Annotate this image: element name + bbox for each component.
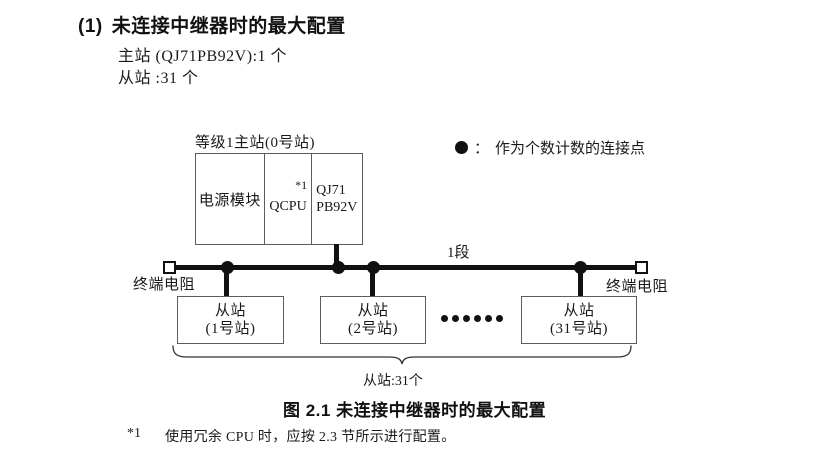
slave2-drop-line [370, 267, 375, 296]
spec-line-master: 主站 (QJ71PB92V):1 个 [118, 48, 288, 65]
slave2-title: 从站 [357, 303, 389, 319]
slave-station-box-1: 从站 (1号站) [177, 296, 284, 344]
slave-count-label: 从站:31个 [363, 374, 423, 389]
segment-label: 1段 [447, 245, 470, 261]
legend-label: 作为个数计数的连接点 [495, 141, 646, 157]
figure-caption: 图 2.1 未连接中继器时的最大配置 [283, 401, 547, 420]
terminal-resistor-right-icon [635, 261, 648, 274]
slave31-drop-line [578, 267, 583, 296]
legend: ： 作为个数计数的连接点 [455, 137, 645, 158]
slave-station-box-2: 从站 (2号站) [320, 296, 426, 344]
qcpu-cell: *1 QCPU [265, 154, 313, 244]
slave-station-box-31: 从站 (31号站) [521, 296, 637, 344]
section-number: (1) [78, 16, 103, 37]
footnote-marker: *1 [127, 426, 141, 441]
qj71pb92v-cell: QJ71 PB92V [312, 154, 362, 244]
master-station-box: 电源模块 *1 QCPU QJ71 PB92V [195, 153, 363, 245]
terminal-resistor-right-label: 终端电阻 [606, 279, 669, 295]
brace [172, 345, 632, 365]
master-station-label: 等级1主站(0号站) [195, 135, 315, 151]
master-drop-line [334, 244, 339, 267]
bus-line [170, 265, 636, 270]
terminal-resistor-left-label: 终端电阻 [133, 277, 196, 293]
qj71-line2: PB92V [316, 200, 358, 215]
slave1-title: 从站 [214, 303, 246, 319]
spec-line-slave: 从站 :31 个 [118, 70, 199, 87]
slave31-station-number: (31号站) [550, 321, 608, 337]
footnote-reference: *1 [295, 178, 308, 192]
terminal-resistor-left-icon [163, 261, 176, 274]
qcpu-label: QCPU [269, 199, 307, 214]
section-title: 未连接中继器时的最大配置 [111, 16, 346, 37]
footnote-text: 使用冗余 CPU 时，应按 2.3 节所示进行配置。 [165, 430, 456, 445]
ellipsis-dots-icon [441, 315, 503, 322]
connection-dot-icon [332, 261, 345, 274]
slave2-station-number: (2号站) [348, 321, 398, 337]
legend-separator: ： [474, 141, 490, 157]
slave1-station-number: (1号站) [205, 321, 256, 337]
slave1-drop-line [224, 267, 229, 296]
slave31-title: 从站 [563, 303, 595, 319]
connection-point-icon [455, 141, 468, 154]
section-heading: (1) 未连接中继器时的最大配置 [78, 11, 346, 38]
qj71-line1: QJ71 [316, 183, 346, 198]
power-module-cell: 电源模块 [196, 154, 265, 244]
